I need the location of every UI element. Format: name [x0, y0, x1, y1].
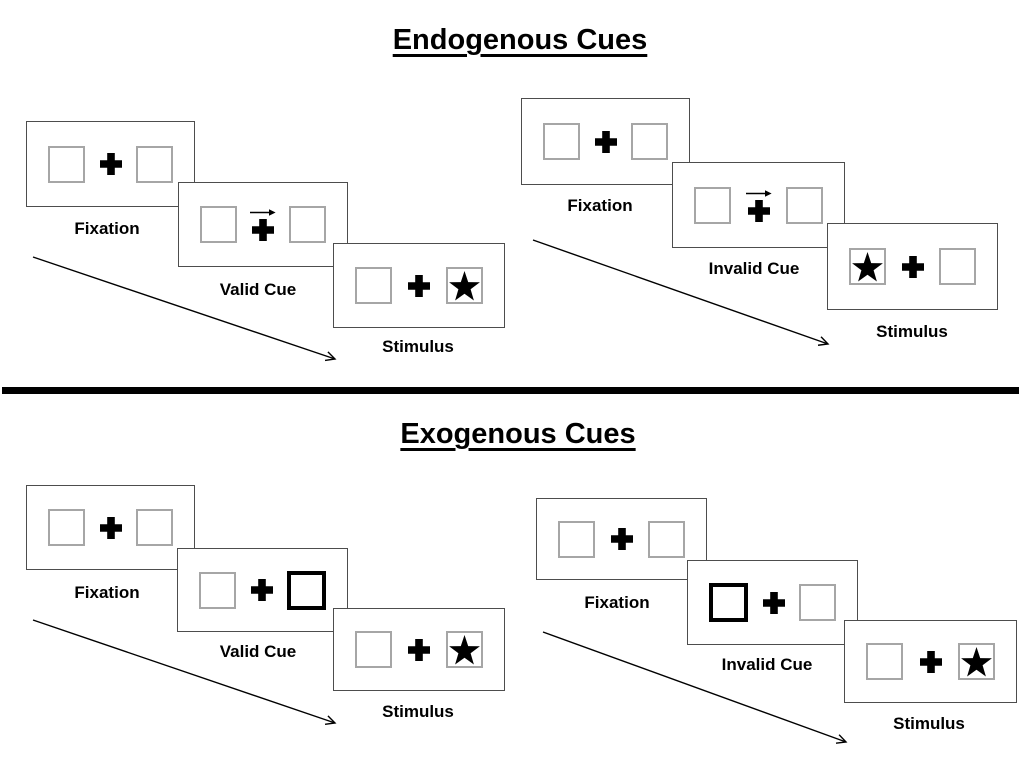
fixation-cross-icon: [901, 255, 924, 278]
panel-exogenous-invalid-cue: [687, 560, 858, 645]
placeholder-square-right: [631, 123, 668, 160]
stimulus-square-right: [446, 631, 483, 668]
placeholder-square-left: [48, 145, 85, 183]
placeholder-square-left: [558, 520, 595, 558]
fixation-cross-icon: [99, 153, 122, 175]
fixation-cross-icon: [408, 638, 430, 661]
placeholder-square-left: [355, 631, 392, 668]
right-arrow-icon: [250, 209, 276, 216]
stimulus-square-right: [446, 267, 483, 304]
step-label: Fixation: [74, 219, 140, 238]
panel-endogenous-invalid-fixation: [521, 98, 690, 185]
placeholder-square-left: [543, 123, 580, 160]
placeholder-square-right: [136, 509, 173, 546]
step-label: Fixation: [74, 583, 140, 602]
placeholder-square-left: [48, 509, 85, 546]
sequence-arrow: [32, 256, 335, 359]
step-label: Valid Cue: [219, 280, 297, 299]
step-label: Stimulus: [382, 337, 454, 356]
stimulus-square-left: [849, 248, 886, 285]
central-cue-group: [250, 208, 276, 241]
placeholder-square-left: [200, 206, 237, 243]
placeholder-square-right: [799, 584, 836, 621]
step-label: Stimulus: [893, 714, 965, 733]
cue-square-right: [287, 570, 326, 610]
section-divider: [2, 387, 1019, 394]
sequence-arrow: [542, 631, 846, 742]
panel-exogenous-valid-fixation: [26, 485, 195, 570]
star-icon: [449, 634, 480, 664]
fixation-cross-icon: [762, 591, 785, 614]
stimulus-square-right: [958, 643, 995, 680]
panel-exogenous-valid-stimulus: [333, 608, 505, 691]
cue-square-left: [709, 583, 748, 622]
star-icon: [961, 646, 992, 676]
placeholder-square-left: [355, 267, 392, 304]
panel-endogenous-valid-fixation: [26, 121, 195, 207]
right-arrow-icon: [745, 189, 772, 197]
fixation-cross-icon: [919, 650, 942, 673]
fixation-cross-icon: [594, 130, 617, 153]
placeholder-square-right: [786, 186, 823, 224]
fixation-cross-icon: [99, 516, 122, 539]
fixation-cross-icon: [408, 274, 430, 297]
panel-exogenous-invalid-stimulus: [844, 620, 1017, 703]
step-label: Invalid Cue: [721, 655, 813, 674]
section-title-exogenous: Exogenous Cues: [400, 418, 636, 450]
panel-endogenous-valid-cue: [178, 182, 348, 267]
step-label: Valid Cue: [219, 642, 297, 661]
placeholder-square-right: [939, 248, 976, 285]
star-icon: [852, 251, 883, 281]
section-title-endogenous: Endogenous Cues: [392, 24, 648, 56]
panel-endogenous-invalid-cue: [672, 162, 845, 248]
fixation-cross-icon: [747, 199, 770, 222]
panel-endogenous-invalid-stimulus: [827, 223, 998, 310]
fixation-cross-icon: [250, 579, 273, 601]
step-label: Fixation: [584, 593, 650, 612]
fixation-cross-icon: [610, 528, 633, 550]
sequence-arrow: [532, 239, 828, 344]
placeholder-square-left: [199, 571, 236, 609]
panel-exogenous-invalid-fixation: [536, 498, 707, 580]
placeholder-square-right: [648, 520, 685, 558]
step-label: Stimulus: [876, 322, 948, 341]
fixation-cross-icon: [252, 219, 274, 241]
placeholder-square-left: [694, 186, 731, 224]
step-label: Stimulus: [382, 702, 454, 721]
step-label: Fixation: [567, 196, 633, 215]
panel-exogenous-valid-cue: [177, 548, 348, 632]
sequence-arrow: [32, 619, 335, 723]
central-cue-group: [745, 189, 772, 222]
panel-endogenous-valid-stimulus: [333, 243, 505, 328]
placeholder-square-left: [866, 643, 903, 680]
star-icon: [449, 270, 480, 300]
placeholder-square-right: [136, 145, 173, 183]
step-label: Invalid Cue: [708, 259, 800, 278]
placeholder-square-right: [289, 206, 326, 243]
